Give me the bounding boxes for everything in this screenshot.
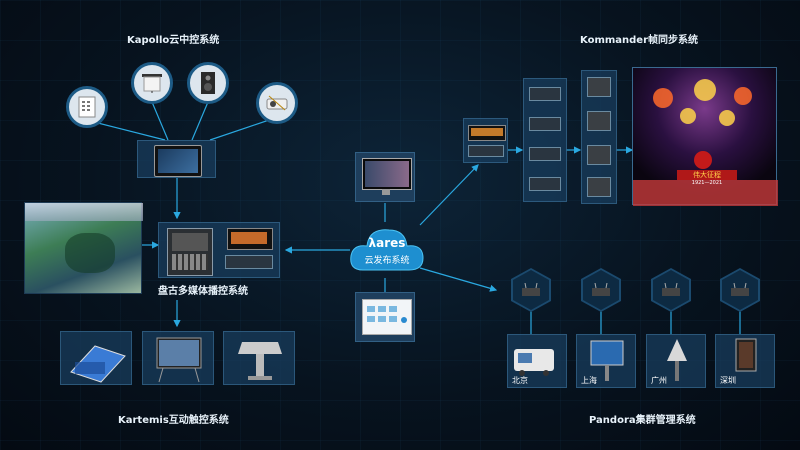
kapollo-title: Kapollo云中控系统 [127, 35, 220, 46]
city-label-guangzhou: 广州 [651, 376, 667, 385]
event-stage-image: 伟大征程 1921—2021 [632, 67, 778, 206]
projector-icon [256, 82, 298, 124]
tablet-icon [362, 299, 412, 335]
cloud-monitor-box [355, 152, 415, 202]
monitor-icon [362, 158, 412, 190]
kartemis-title: Kartemis互动触控系统 [118, 415, 229, 426]
pandora-node-3 [651, 268, 691, 312]
city-label-beijing: 北京 [512, 376, 528, 385]
router-icon [513, 270, 549, 310]
router-icon [653, 270, 689, 310]
kommander-rack-1 [523, 78, 567, 202]
cloud-tablet-box [355, 292, 415, 342]
tablet-icon [154, 145, 202, 177]
media-server-icon [167, 228, 213, 276]
pandora-node-1 [511, 268, 551, 312]
cloud-node[interactable]: λares 云发布系统 [347, 220, 427, 280]
kartemis-device-1 [60, 331, 132, 385]
access-panel-icon [66, 86, 108, 128]
sand-table-map-image [24, 202, 143, 294]
pangu-title: 盘古多媒体播控系统 [158, 286, 248, 297]
router-icon [583, 270, 619, 310]
city-label-shanghai: 上海 [581, 376, 597, 385]
media-player-icon [225, 255, 273, 269]
kommander-console-box [463, 118, 508, 163]
kartemis-device-2 [142, 331, 214, 385]
event-banner: 伟大征程 [677, 170, 737, 180]
city-box-shenzhen: 深圳 [715, 334, 775, 388]
kapollo-controller-box [137, 140, 216, 178]
router-icon [722, 270, 758, 310]
cloud-logo: λares [368, 236, 406, 250]
pangu-server-box [158, 222, 280, 278]
city-box-guangzhou: 广州 [646, 334, 706, 388]
kommander-rack-2 [581, 70, 617, 204]
projection-screen-icon [131, 62, 173, 104]
cloud-title: 云发布系统 [364, 256, 410, 266]
pandora-node-4 [720, 268, 760, 312]
kommander-title: Kommander帧同步系统 [580, 35, 699, 46]
laptop-icon [227, 228, 273, 250]
pandora-title: Pandora集群管理系统 [589, 415, 696, 426]
speaker-icon [187, 62, 229, 104]
city-label-shenzhen: 深圳 [720, 376, 736, 385]
kartemis-device-3 [223, 331, 295, 385]
city-box-shanghai: 上海 [576, 334, 636, 388]
pandora-node-2 [581, 268, 621, 312]
event-years: 1921—2021 [691, 180, 723, 186]
city-box-beijing: 北京 [507, 334, 567, 388]
